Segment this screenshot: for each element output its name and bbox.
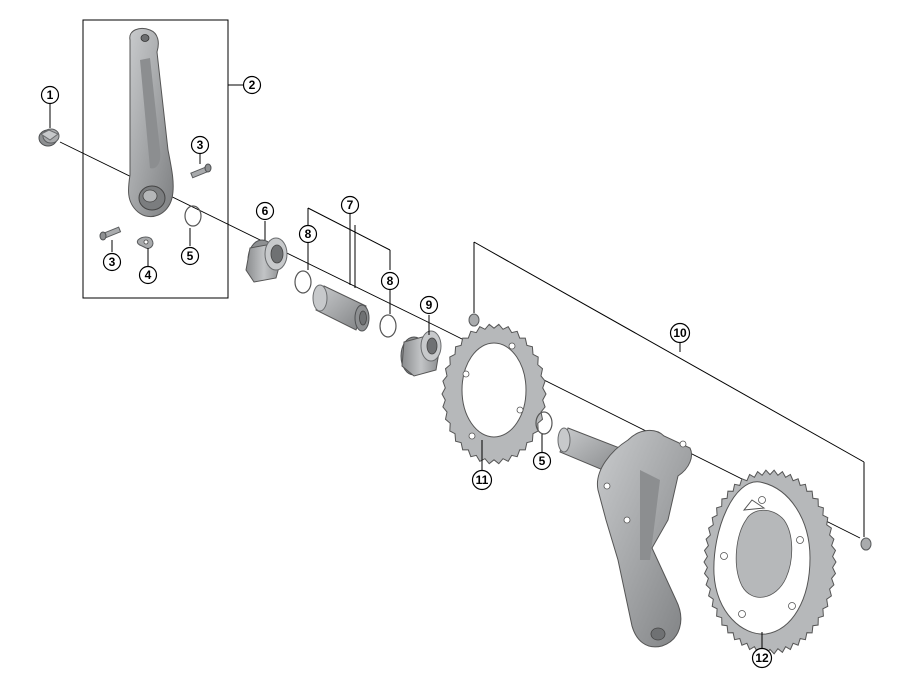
callout-9: 9	[419, 295, 439, 315]
safety-plate-part	[136, 236, 154, 249]
callout-11-label: 11	[476, 473, 489, 487]
callout-9-label: 9	[426, 298, 433, 312]
pinch-bolt-lower-part	[99, 226, 122, 241]
callout-3-upper: 3	[190, 135, 210, 155]
left-crank-group-box	[82, 19, 229, 299]
callout-6: 6	[255, 201, 275, 221]
callout-1: 1	[40, 85, 60, 105]
callout-8-right: 8	[380, 271, 400, 291]
callout-8-right-label: 8	[387, 274, 394, 288]
chainring-bolt-lower-part	[860, 537, 872, 551]
small-chainring-part	[441, 323, 547, 465]
callout-12-label: 12	[755, 651, 769, 665]
callout-5-left-label: 5	[187, 249, 194, 263]
chainring-bolt-upper-part	[468, 313, 480, 327]
callout-10: 10	[669, 322, 691, 344]
callout-7-label: 7	[347, 198, 354, 212]
right-adapter-part	[400, 330, 442, 377]
spacer-ring-right-part	[379, 314, 397, 338]
callout-10-label: 10	[673, 326, 687, 340]
callout-12: 12	[751, 647, 773, 669]
callout-5-right-label: 5	[539, 454, 546, 468]
callout-7: 7	[340, 195, 360, 215]
spacer-ring-left-part	[294, 270, 312, 294]
o-ring-right-part	[535, 411, 553, 435]
left-adapter-part	[245, 237, 288, 283]
callout-3-upper-label: 3	[197, 138, 204, 152]
leader-lines	[49, 84, 865, 648]
callout-11: 11	[471, 469, 493, 491]
callout-3-lower-label: 3	[109, 255, 116, 269]
callout-1-label: 1	[47, 88, 54, 102]
callout-8-left-label: 8	[305, 227, 312, 241]
inner-cover-part	[312, 284, 370, 332]
pinch-bolt-upper-part	[190, 163, 212, 179]
callout-5-right: 5	[532, 451, 552, 471]
o-ring-left-part	[184, 205, 202, 227]
callout-5-left: 5	[180, 246, 200, 266]
callout-4: 4	[138, 265, 158, 285]
callout-6-label: 6	[262, 204, 269, 218]
callout-4-label: 4	[145, 268, 152, 282]
callout-8-left: 8	[298, 224, 318, 244]
callout-3-lower: 3	[102, 252, 122, 272]
callout-2-label: 2	[249, 78, 256, 92]
right-crank-arm-part	[557, 427, 692, 648]
crank-cap-part	[38, 128, 60, 147]
large-chainring-part	[703, 469, 837, 655]
assembly-axis	[59, 141, 861, 539]
left-crank-arm-part	[127, 27, 174, 217]
callout-2: 2	[242, 75, 262, 95]
